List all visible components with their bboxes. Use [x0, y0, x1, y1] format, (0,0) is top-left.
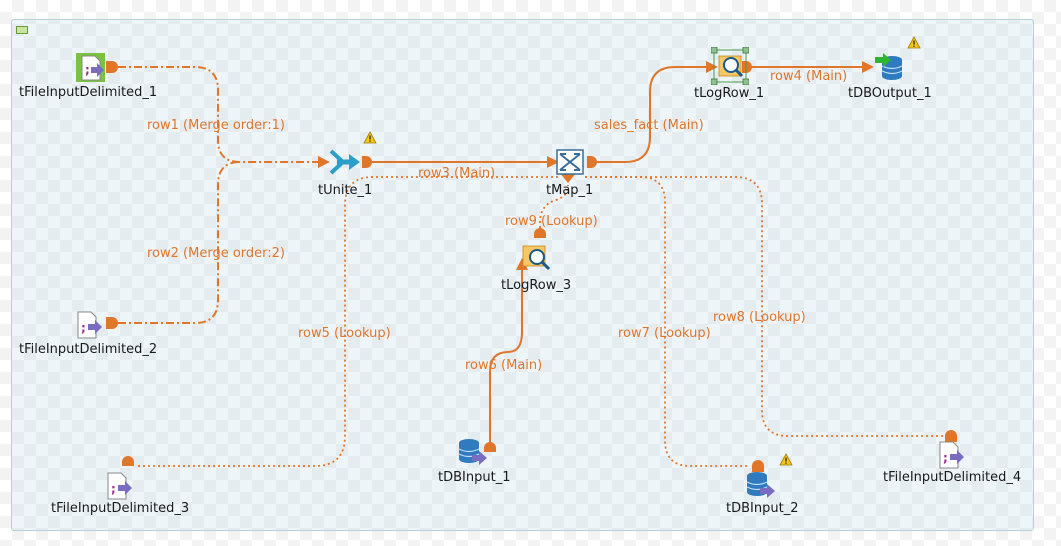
warning-icon — [363, 131, 377, 144]
link-label-row7[interactable]: row7 (Lookup) — [618, 326, 711, 341]
connector-out-file2[interactable] — [106, 317, 118, 329]
link-row8[interactable] — [585, 176, 945, 437]
db-input-icon[interactable] — [745, 470, 777, 500]
log-row-icon[interactable] — [711, 47, 749, 85]
connector-in-unite[interactable] — [318, 156, 330, 168]
component-name-tLogRow_1[interactable]: tLogRow_1 — [694, 86, 765, 101]
warning-icon — [907, 36, 921, 49]
component-name-tFileInputDelimited_2[interactable]: tFileInputDelimited_2 — [19, 342, 158, 357]
connector-in-map[interactable] — [547, 156, 559, 168]
map-icon[interactable] — [556, 149, 584, 175]
connector-out-logrow3[interactable] — [534, 228, 546, 238]
connector-out-unite[interactable] — [362, 156, 372, 168]
connector-out-dbinput1[interactable] — [484, 442, 496, 452]
link-row2[interactable] — [118, 161, 241, 324]
component-name-tFileInputDelimited_3[interactable]: tFileInputDelimited_3 — [51, 501, 190, 516]
log-row-icon[interactable] — [521, 243, 553, 275]
link-label-row8[interactable]: row8 (Lookup) — [713, 310, 806, 325]
link-label-row3[interactable]: row3 (Main) — [418, 166, 496, 181]
svg-text:;: ; — [111, 482, 116, 496]
connector-in-logrow1[interactable] — [706, 61, 718, 73]
component-name-tDBInput_2[interactable]: tDBInput_2 — [726, 501, 799, 516]
delimited-file-icon[interactable]: ; — [106, 471, 136, 501]
link-sales-fact[interactable] — [597, 66, 708, 163]
component-name-tDBInput_1[interactable]: tDBInput_1 — [438, 470, 511, 485]
delimited-file-icon[interactable]: ; — [76, 310, 106, 340]
connector-out-logrow1[interactable] — [742, 61, 752, 73]
connector-in-dboutput[interactable] — [862, 61, 874, 73]
link-row5[interactable] — [138, 176, 560, 467]
connector-out-file1[interactable] — [106, 61, 118, 73]
connector-in-dbinput2[interactable] — [752, 460, 764, 472]
svg-text:;: ; — [85, 63, 90, 77]
component-name-tLogRow_3[interactable]: tLogRow_3 — [501, 278, 572, 293]
connector-out-file3[interactable] — [122, 456, 134, 466]
db-input-icon[interactable] — [457, 437, 489, 467]
component-name-tFileInputDelimited_1[interactable]: tFileInputDelimited_1 — [19, 85, 158, 100]
component-name-tFileInputDelimited_4[interactable]: tFileInputDelimited_4 — [883, 470, 1022, 485]
svg-text:;: ; — [943, 451, 948, 465]
component-name-tUnite_1[interactable]: tUnite_1 — [318, 183, 373, 198]
link-row6[interactable] — [489, 268, 523, 446]
link-label-row6[interactable]: row6 (Main) — [465, 358, 543, 373]
delimited-file-icon[interactable]: ; — [938, 440, 968, 470]
db-output-icon[interactable] — [874, 52, 906, 82]
connector-in-logrow3[interactable] — [516, 258, 528, 270]
delimited-file-icon[interactable]: ; — [76, 53, 106, 83]
connector-out-map[interactable] — [587, 156, 597, 168]
component-name-tDBOutput_1[interactable]: tDBOutput_1 — [848, 86, 932, 101]
link-row9[interactable] — [539, 184, 569, 238]
warning-icon — [779, 453, 793, 466]
link-label-row5[interactable]: row5 (Lookup) — [298, 326, 391, 341]
component-name-tMap_1[interactable]: tMap_1 — [546, 183, 594, 198]
link-label-row1[interactable]: row1 (Merge order:1) — [147, 118, 285, 133]
link-label-row4[interactable]: row4 (Main) — [770, 69, 848, 84]
link-label-row2[interactable]: row2 (Merge order:2) — [147, 246, 285, 261]
link-row7[interactable] — [585, 176, 750, 467]
link-row1[interactable] — [118, 66, 318, 163]
link-label-sales-fact[interactable]: sales_fact (Main) — [594, 118, 704, 133]
subjob-collapse-toggle[interactable] — [16, 26, 28, 34]
link-label-row9[interactable]: row9 (Lookup) — [505, 214, 598, 229]
connector-in-file4[interactable] — [945, 430, 957, 442]
svg-text:;: ; — [81, 321, 86, 335]
unite-icon[interactable] — [329, 148, 361, 176]
